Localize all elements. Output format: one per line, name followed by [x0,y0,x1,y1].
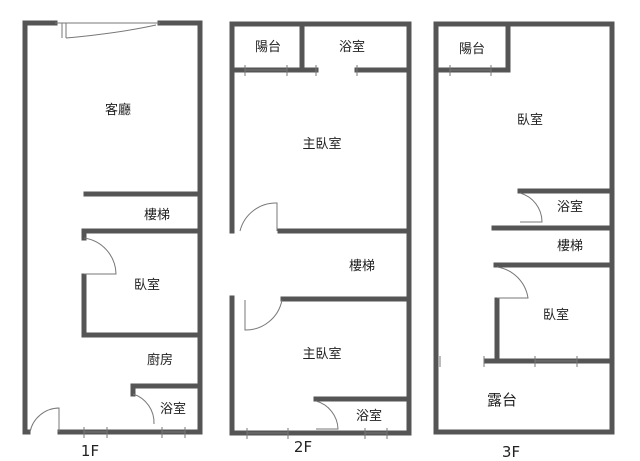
room-label: 露台 [487,391,517,409]
floor-label: 1F [81,442,99,460]
room-label: 浴室 [356,408,382,424]
room-label: 樓梯 [349,259,375,274]
room-label: 臥室 [134,277,160,293]
room-label: 客廳 [105,102,131,118]
floor-label: 2F [294,438,312,456]
room-label: 主臥室 [302,136,341,152]
room-label: 浴室 [557,199,583,215]
room-label: 浴室 [339,39,365,55]
room-label: 樓梯 [144,208,170,223]
room-label: 陽台 [459,42,485,57]
room-label: 陽台 [255,40,281,55]
room-label: 浴室 [160,401,186,417]
room-label: 臥室 [543,307,569,323]
floor-2f: 陽台 浴室 主臥室 樓梯 主臥室 浴室 2F [229,21,412,456]
room-label: 臥室 [517,112,543,128]
floor-1f: 客廳 樓梯 臥室 廚房 浴室 1F [22,20,203,460]
floor-label: 3F [502,443,520,461]
room-label: 主臥室 [302,346,341,362]
room-label: 廚房 [147,352,173,368]
floor-3f: 陽台 臥室 浴室 樓梯 臥室 露台 3F [433,21,615,461]
room-label: 樓梯 [557,239,583,254]
